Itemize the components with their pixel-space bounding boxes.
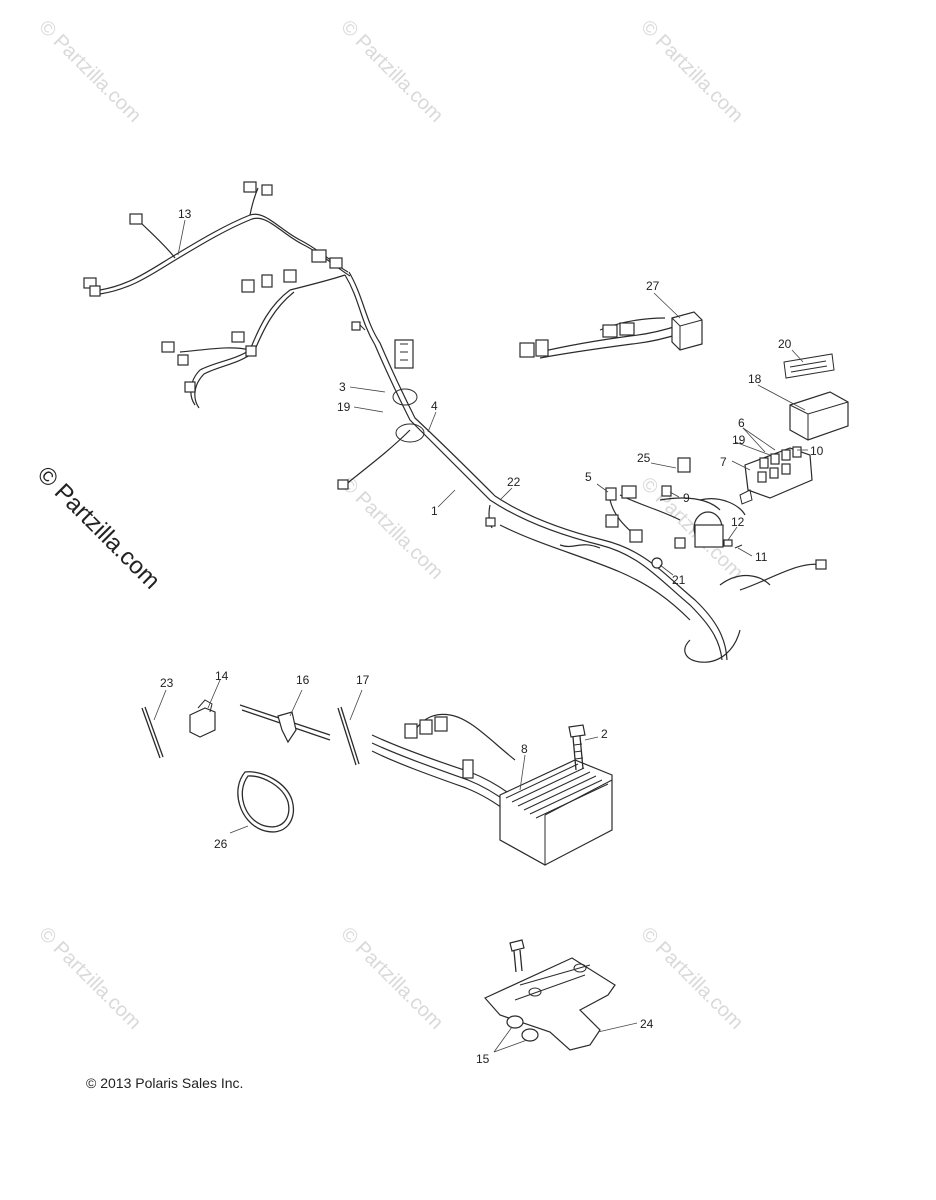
copyright-notice: © 2013 Polaris Sales Inc. — [86, 1075, 244, 1091]
watermark: © Partzilla.com — [34, 923, 145, 1034]
callout-6: 6 — [738, 416, 745, 430]
watermark: © Partzilla.com — [34, 16, 145, 127]
callout-8: 8 — [521, 742, 528, 756]
callout-12: 12 — [731, 515, 745, 529]
watermark-layer: © Partzilla.com © Partzilla.com © Partzi… — [32, 16, 748, 1034]
callout-26: 26 — [214, 837, 228, 851]
callout-13: 13 — [178, 207, 192, 221]
headlight-harness — [83, 181, 351, 409]
callout-16: 16 — [296, 673, 310, 687]
callout-23: 23 — [160, 676, 174, 690]
main-harness — [337, 271, 827, 663]
callout-20: 20 — [778, 337, 792, 351]
callout-14: 14 — [215, 669, 229, 683]
callout-25: 25 — [637, 451, 651, 465]
watermark: © Partzilla.com — [336, 16, 447, 127]
part-14-clip — [189, 699, 216, 738]
part-26-loop-strap — [237, 771, 294, 833]
watermark: © Partzilla.com — [336, 473, 447, 584]
part-20-label — [783, 353, 835, 379]
callout-10: 10 — [810, 444, 824, 458]
callout-9: 9 — [683, 491, 690, 505]
callout-3: 3 — [339, 380, 346, 394]
part-7-fuse-block — [739, 446, 813, 505]
part-18-fuse-cover — [789, 391, 849, 441]
part-16-push-tie — [239, 704, 331, 744]
callout-21: 21 — [672, 573, 686, 587]
callout-1: 1 — [431, 504, 438, 518]
callout-17: 17 — [356, 673, 370, 687]
part-24-bracket — [484, 939, 616, 1051]
callout-2: 2 — [601, 727, 608, 741]
watermark: © Partzilla.com — [636, 16, 747, 127]
leader-lines — [153, 219, 808, 1053]
part-17-cable-tie — [337, 706, 360, 766]
callout-18: 18 — [748, 372, 762, 386]
side-watermark: © Partzilla.com — [32, 461, 165, 594]
callout-27: 27 — [646, 279, 660, 293]
callout-15: 15 — [476, 1052, 490, 1066]
callout-19: 19 — [337, 400, 351, 414]
callout-labels: 13 27 20 18 3 19 4 6 19 10 7 25 5 22 9 1… — [160, 207, 824, 1066]
callout-11: 11 — [755, 550, 768, 564]
callout-19: 19 — [732, 433, 746, 447]
watermark: © Partzilla.com — [336, 923, 447, 1034]
part-27-harness-adapter — [519, 311, 703, 359]
callout-4: 4 — [431, 399, 438, 413]
callout-5: 5 — [585, 470, 592, 484]
relay-cluster — [605, 457, 746, 569]
callout-24: 24 — [640, 1017, 654, 1031]
callout-22: 22 — [507, 475, 521, 489]
callout-7: 7 — [720, 455, 727, 469]
part-23-cable-tie — [141, 706, 164, 759]
part-8-voltage-regulator — [371, 713, 613, 866]
part-2-bolt — [568, 724, 586, 771]
